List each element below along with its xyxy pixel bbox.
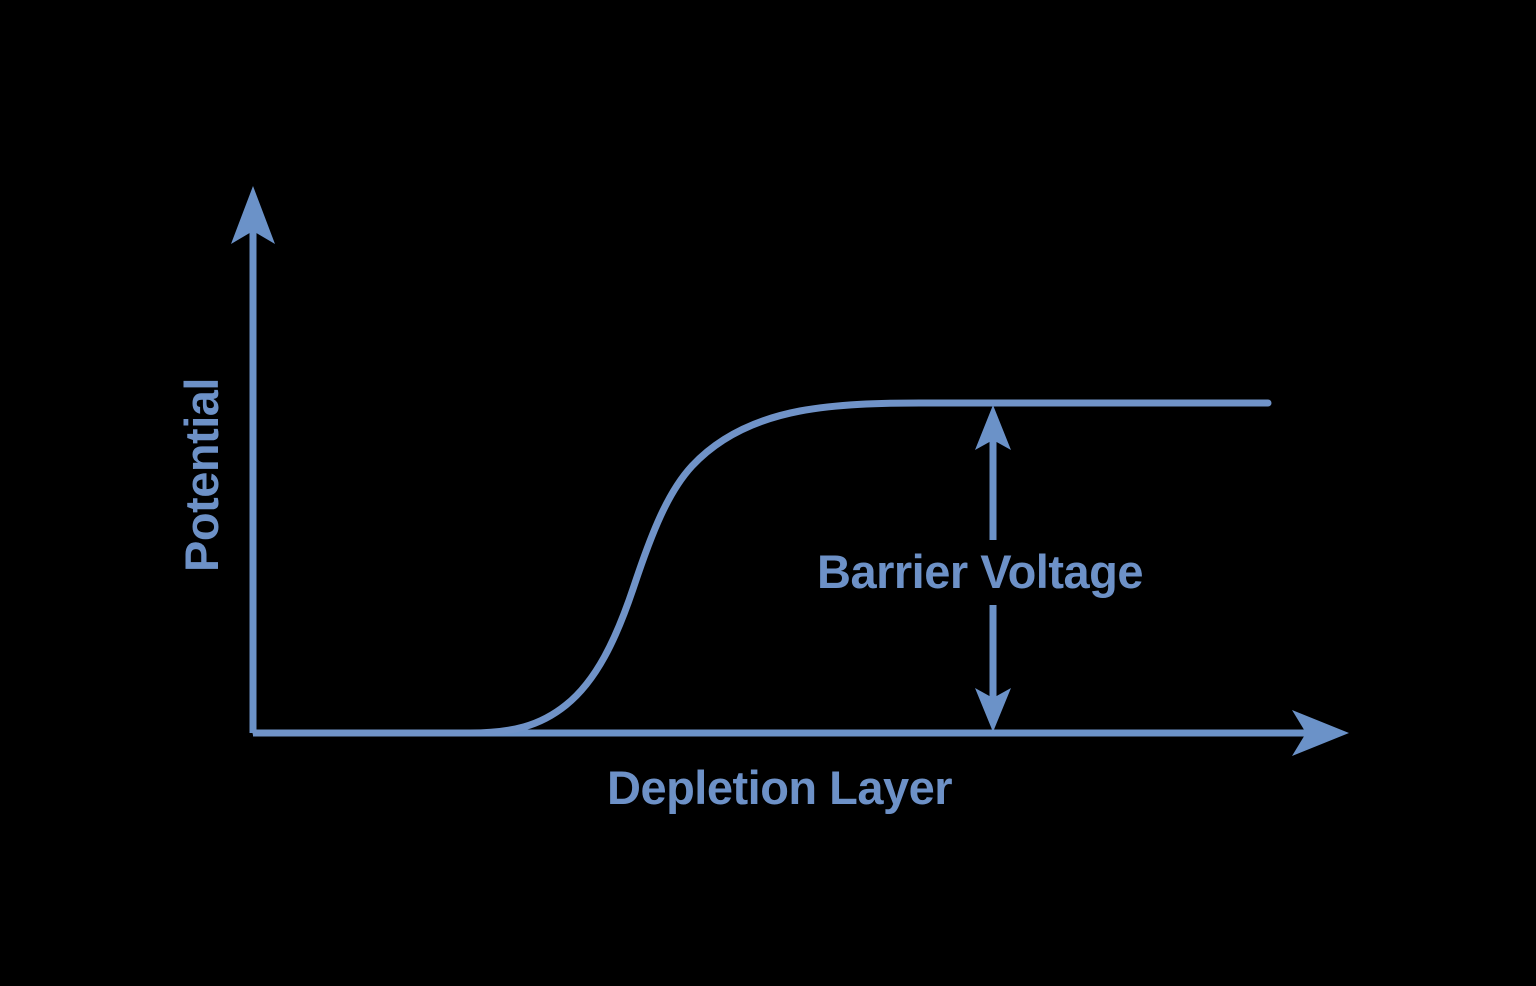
y-axis-arrowhead-icon <box>231 186 275 244</box>
potential-curve <box>252 399 1272 737</box>
barrier-arrow-up-head-icon <box>975 405 1011 450</box>
x-axis-arrowhead-icon <box>1292 710 1349 756</box>
x-axis-label: Depletion Layer <box>607 761 953 814</box>
barrier-voltage-annotation-label: Barrier Voltage <box>817 545 1143 598</box>
y-axis-label: Potential <box>175 378 228 572</box>
barrier-arrow-down-head-icon <box>975 688 1011 732</box>
